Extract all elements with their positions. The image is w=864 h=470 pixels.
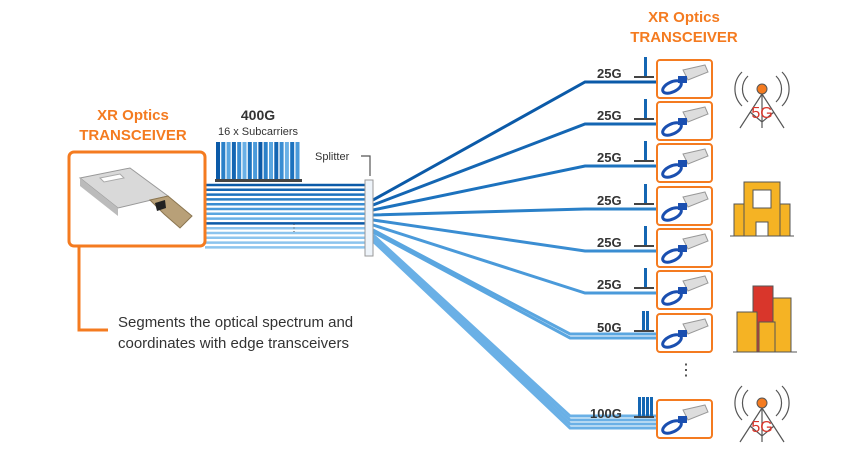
office-building-icon xyxy=(730,181,794,237)
subcarrier-bar xyxy=(644,141,647,160)
subcarrier-bar xyxy=(279,142,284,179)
edge-transceiver: 25G xyxy=(597,99,713,141)
signal-subcarriers-label: 16 x Subcarriers xyxy=(218,126,299,138)
output-fiber xyxy=(372,80,657,202)
output-fiber xyxy=(371,235,657,422)
sfp-module-icon xyxy=(661,106,709,137)
subcarrier-bar xyxy=(226,142,231,179)
subcarrier-bar xyxy=(646,397,649,416)
subcarrier-bar xyxy=(284,142,289,179)
output-fiber xyxy=(372,218,657,253)
edge-transceiver: 25G xyxy=(597,184,713,226)
edge-transceiver: 25G xyxy=(597,57,713,99)
subcarrier-bar xyxy=(644,184,647,203)
description-line1: Segments the optical spectrum and xyxy=(118,314,353,331)
site-label: 5G xyxy=(751,419,772,436)
edge-transceiver: 25G xyxy=(597,141,713,183)
output-fiber xyxy=(372,207,657,217)
callout-connector xyxy=(77,247,108,332)
subcarrier-bar xyxy=(638,397,641,416)
left-title-line1: XR Optics xyxy=(97,107,169,124)
fiber-lines xyxy=(205,80,657,430)
output-fiber xyxy=(372,164,657,212)
spectrum-baseline xyxy=(634,416,654,418)
right-title-line2: TRANSCEIVER xyxy=(630,29,738,46)
spectrum-baseline xyxy=(634,160,654,162)
subcarrier-bar xyxy=(642,397,645,416)
edge-transceiver: 100G xyxy=(590,397,713,439)
subcarrier-bar xyxy=(644,268,647,287)
spectrum-baseline xyxy=(634,287,654,289)
endpoint-rate: 50G xyxy=(597,320,622,335)
sfp-module-icon xyxy=(661,233,709,264)
subcarrier-bar xyxy=(269,142,273,179)
subcarrier-bar xyxy=(263,142,268,179)
spectrum-baseline xyxy=(634,203,654,205)
endpoint-rate: 25G xyxy=(597,277,622,292)
site-label: 5G xyxy=(751,105,772,122)
qsfp-module-image xyxy=(78,167,193,229)
sfp-module-icon xyxy=(661,404,709,435)
endpoint-rate: 25G xyxy=(597,108,622,123)
subcarrier-bar xyxy=(253,142,258,179)
edge-transceiver: 50G xyxy=(597,311,713,353)
subcarrier-bar xyxy=(290,142,295,179)
subcarrier-bar xyxy=(231,142,236,179)
subcarrier-bar xyxy=(644,226,647,245)
ellipsis-dots: ⋮ xyxy=(289,223,299,234)
sfp-module-icon xyxy=(661,275,709,306)
sfp-module-icon xyxy=(661,318,709,349)
output-fiber xyxy=(372,122,657,207)
right-title-line1: XR Optics xyxy=(648,9,720,26)
subcarrier-bar xyxy=(274,142,279,179)
splitter-label: Splitter xyxy=(315,151,350,163)
spectrum-baseline xyxy=(634,330,654,332)
subcarrier-bar xyxy=(644,57,647,76)
subcarrier-spectrum xyxy=(216,142,300,179)
left-title-line2: TRANSCEIVER xyxy=(79,127,187,144)
signal-rate: 400G xyxy=(241,107,275,123)
output-fiber xyxy=(371,239,657,430)
edge-transceiver: 25G xyxy=(597,268,713,310)
endpoint-rate: 100G xyxy=(590,406,622,421)
subcarrier-bar xyxy=(642,311,645,330)
output-fiber xyxy=(372,228,657,336)
subcarrier-bar xyxy=(221,142,226,179)
spectrum-baseline xyxy=(215,179,302,182)
spectrum-baseline xyxy=(634,245,654,247)
endpoint-rate: 25G xyxy=(597,235,622,250)
output-fiber xyxy=(372,223,657,295)
subcarrier-bar xyxy=(646,311,649,330)
description-line2: coordinates with edge transceivers xyxy=(118,335,349,352)
subcarrier-bar xyxy=(258,142,263,179)
subcarrier-bar xyxy=(650,397,653,416)
subcarrier-bar xyxy=(295,142,300,179)
edge-transceiver: 25G xyxy=(597,226,713,268)
subcarrier-bar xyxy=(242,142,247,179)
cell-tower-icon: 5G xyxy=(734,385,790,443)
more-endpoints-dots: ⋮ xyxy=(678,362,694,379)
spectrum-baseline xyxy=(634,118,654,120)
endpoint-rate: 25G xyxy=(597,150,622,165)
spectrum-baseline xyxy=(634,76,654,78)
subcarrier-bar xyxy=(216,142,220,179)
endpoint-rate: 25G xyxy=(597,193,622,208)
splitter-label-bracket xyxy=(361,155,371,176)
sfp-module-icon xyxy=(661,148,709,179)
splitter xyxy=(364,179,374,257)
city-buildings-icon xyxy=(733,285,797,353)
edge-transceivers: 25G 25G 25G 25G 25G 25G 50G 100G xyxy=(590,57,713,439)
output-fiber xyxy=(371,237,657,426)
subcarrier-bar xyxy=(644,99,647,118)
sfp-module-icon xyxy=(661,191,709,222)
subcarrier-bar xyxy=(247,142,252,179)
output-fiber xyxy=(371,233,657,418)
cell-tower-icon: 5G xyxy=(734,71,790,129)
endpoint-rate: 25G xyxy=(597,66,622,81)
sfp-module-icon xyxy=(661,64,709,95)
output-fiber xyxy=(372,230,657,340)
subcarrier-bar xyxy=(237,142,242,179)
